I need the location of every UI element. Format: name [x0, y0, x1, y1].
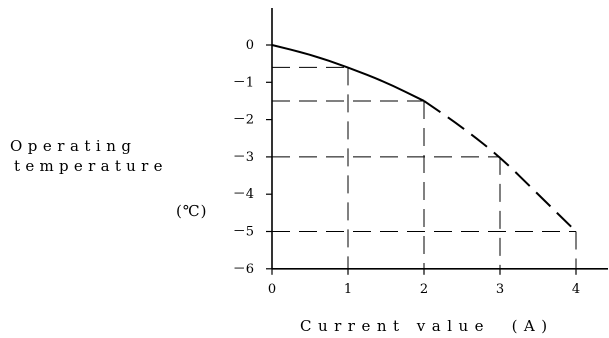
x-tick-label: 2	[420, 282, 428, 297]
x-axis-label: Current value (A)	[300, 317, 554, 335]
y-axis-label-line2: temperature	[14, 157, 168, 175]
y-tick-label: －5	[233, 225, 254, 240]
y-tick-label: －3	[233, 150, 254, 165]
curve-solid-segment	[271, 44, 425, 102]
y-tick-label: －2	[233, 113, 254, 128]
y-tick-label: －1	[233, 75, 254, 90]
x-tick-label: 0	[268, 282, 276, 297]
y-tick-label: 0	[246, 38, 254, 53]
x-tick-label: 4	[572, 282, 580, 297]
y-axis-label-unit: (℃)	[176, 202, 208, 220]
x-tick-label: 1	[344, 282, 352, 297]
curve-dashed-segment	[423, 100, 577, 233]
y-tick-label: －6	[233, 262, 254, 277]
x-tick-label: 3	[496, 282, 504, 297]
y-tick-label: －4	[233, 187, 254, 202]
y-axis-label-line1: Operating	[10, 137, 137, 155]
